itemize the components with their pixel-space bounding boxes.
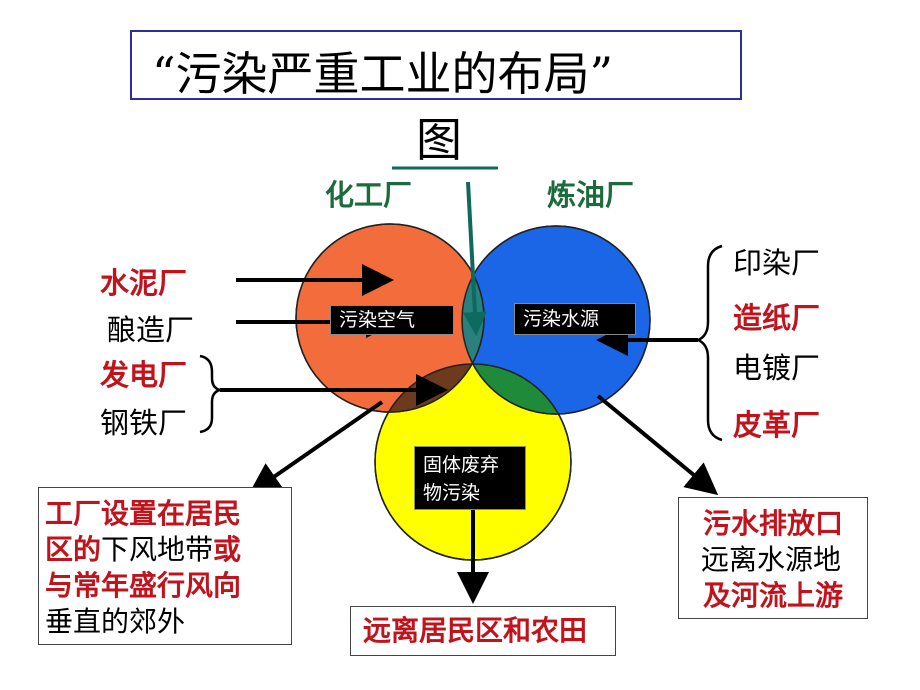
label-solid-waste-pollution: 固体废弃 物污染 [414,446,526,510]
label-leather-plant: 皮革厂 [733,408,821,442]
label-water-pollution: 污染水源 [514,303,636,335]
title-box: “污染严重工业的布局” [130,30,742,101]
note-right-line2: 远离水源地 [701,543,842,576]
label-electroplating-plant: 电镀厂 [733,351,821,385]
title-line2: 图 [416,113,462,167]
note-right-line1: 污水排放口 [703,507,844,540]
label-chemical-plant: 化工厂 [325,178,413,212]
label-dyeing-plant: 印染厂 [733,246,821,280]
note-left-seg1: 工厂设置在居民 [45,497,242,530]
label-steel-plant: 钢铁厂 [100,406,188,440]
note-left-seg2: 区的 [45,533,102,566]
note-left-seg3: 下风地带 [101,533,214,566]
note-left-seg6: 垂直的郊外 [45,605,186,638]
note-residential-downwind: 工厂设置在居民 区的下风地带或 与常年盛行风向 垂直的郊外 [38,487,292,645]
note-left-seg5: 与常年盛行风向 [45,569,242,602]
top-arrow [462,181,487,336]
note-sewage-outlet: 污水排放口 远离水源地 及河流上游 [678,497,868,619]
note-away-from-residential: 远离居民区和农田 [350,606,616,656]
left-brace [199,354,221,434]
label-brewery: 酿造厂 [107,313,195,347]
label-paper-mill: 造纸厂 [733,301,821,335]
right-brace [694,244,723,442]
label-air-pollution: 污染空气 [330,305,454,335]
label-solid-waste-line1: 固体废弃 [423,454,500,476]
arrow-to-right-note [596,394,719,496]
label-cement-plant: 水泥厂 [100,266,188,300]
label-power-plant: 发电厂 [100,358,188,392]
note-right-line3: 及河流上游 [703,579,844,612]
label-solid-waste-line2: 物污染 [423,482,481,504]
note-left-seg4: 或 [213,533,242,566]
note-bottom-text: 远离居民区和农田 [363,614,588,647]
label-oil-refinery: 炼油厂 [547,178,635,212]
arrow-to-left-note [248,400,384,495]
title-line1: “污染严重工业的布局” [152,47,614,101]
